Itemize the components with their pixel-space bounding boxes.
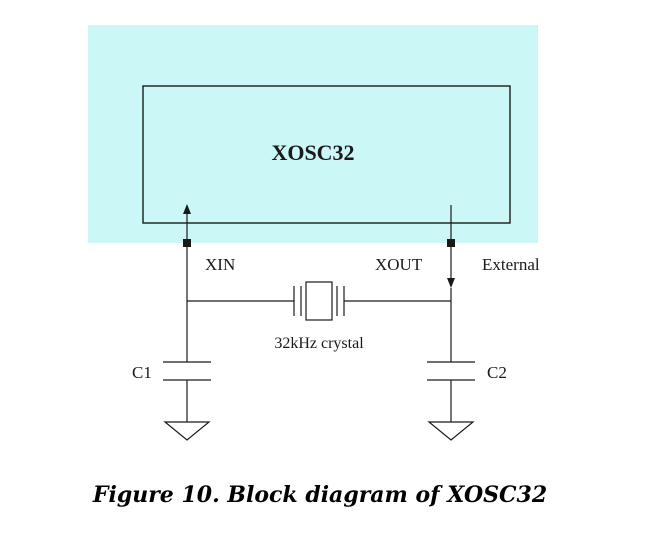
- xosc32-block: [142, 85, 511, 224]
- c1-label: C1: [132, 363, 152, 382]
- xosc32-block-label: XOSC32: [271, 140, 354, 165]
- xin-arrowhead: [183, 204, 191, 214]
- crystal-label: 32kHz crystal: [274, 335, 364, 352]
- figure-caption: Figure 10. Block diagram of XOSC32: [92, 482, 547, 508]
- ground-symbol-c1: [163, 421, 211, 441]
- xout-pin-pad: [447, 239, 455, 247]
- capacitor-c1: [163, 361, 211, 422]
- xout-label: XOUT: [375, 255, 423, 274]
- xin-pin-pad: [183, 239, 191, 247]
- chip-domain-region: [88, 25, 538, 243]
- ground-symbol-c2: [427, 421, 475, 441]
- xin-label: XIN: [205, 255, 235, 274]
- capacitor-c2: [427, 361, 475, 422]
- external-label: External: [482, 255, 540, 274]
- crystal-symbol: [187, 281, 451, 321]
- xout-arrowhead: [447, 278, 455, 288]
- c2-label: C2: [487, 363, 507, 382]
